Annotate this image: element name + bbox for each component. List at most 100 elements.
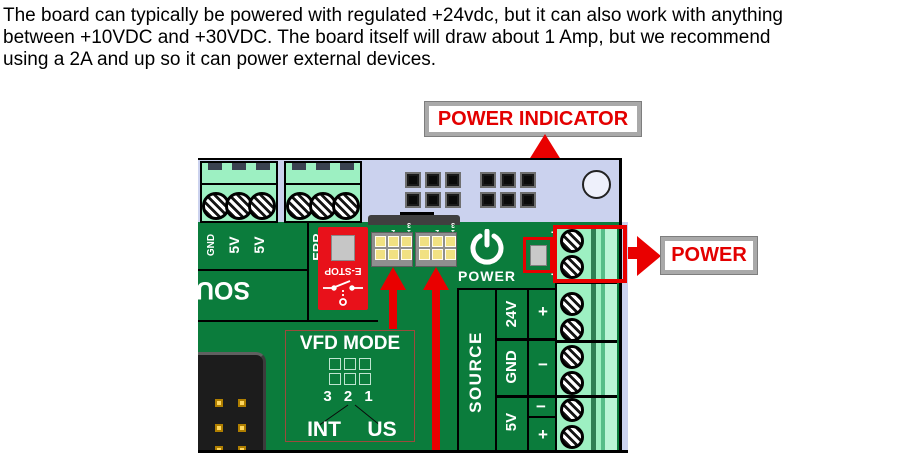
intro-paragraph: The board can typically be powered with … <box>3 5 783 71</box>
header-pin-icon <box>445 172 461 188</box>
power-callout: POWER <box>660 236 758 275</box>
terminal-block-top-left <box>200 161 278 223</box>
source-gnd-label: GND <box>502 350 520 384</box>
jumper-arrow-shaft-left <box>389 288 397 329</box>
screw-icon <box>560 292 584 316</box>
terminal-divider <box>286 183 360 185</box>
vfd-option-lines-icon <box>317 404 382 426</box>
vfd-option-us: US <box>367 418 397 441</box>
terminal-tab-icon <box>316 163 330 170</box>
vfd-pad-icon <box>359 358 371 370</box>
jumper-pin-icon <box>445 236 456 247</box>
header-pin-icon <box>480 172 496 188</box>
jumper-arrowhead-left-icon <box>380 267 406 290</box>
power-indicator-callout: POWER INDICATOR <box>424 101 642 137</box>
terminal-tab-icon <box>232 163 246 170</box>
connector-pin-icon <box>215 399 223 407</box>
jumper-arrowhead-right-icon <box>423 267 449 290</box>
vfd-jumper-footprint <box>329 358 371 385</box>
source-5v-label: 5V <box>502 412 520 432</box>
paragraph-line-1: The board can typically be powered with … <box>3 5 783 26</box>
silkscreen-line <box>527 416 555 418</box>
silkscreen-line <box>495 290 497 453</box>
jumper-pin-icon <box>432 249 443 260</box>
jumper-connector-strip <box>368 215 460 225</box>
header-pin-icon <box>520 192 536 208</box>
silkscreen-line <box>527 290 529 453</box>
jumper-pin-icon <box>419 249 430 260</box>
jumper-block-right <box>415 232 457 267</box>
screw-icon <box>248 192 276 220</box>
estop-switch-icon <box>323 280 363 306</box>
terminal-divider <box>555 340 617 343</box>
jumper-pin-icon <box>445 249 456 260</box>
pin-header-icon <box>480 172 536 208</box>
silkscreen-line <box>457 290 459 453</box>
header-pin-icon <box>500 172 516 188</box>
terminal-side-view <box>591 225 617 453</box>
sign-5v-top: − <box>536 397 546 416</box>
terminal-tab-icon <box>340 163 354 170</box>
board-right-edge <box>622 222 628 453</box>
silkscreen-line <box>457 288 555 290</box>
silkscreen-line <box>495 338 555 341</box>
jumper-arrow-shaft-right <box>432 288 440 453</box>
terminal-tab-icon <box>292 163 306 170</box>
vfd-pad-icon <box>344 373 356 385</box>
jumper-pin-numbers-left: 1 2 3 <box>386 221 411 235</box>
power-arrowhead-icon <box>637 236 661 276</box>
power-icon <box>470 229 504 265</box>
pin-label-gnd: GND <box>205 233 217 257</box>
source-24v-label: 24V <box>502 300 520 328</box>
screw-icon <box>560 398 584 422</box>
source-label: SOURCE <box>466 331 485 413</box>
mounting-hole-icon <box>582 170 611 199</box>
header-pin-icon <box>445 192 461 208</box>
vfd-pad-icon <box>344 358 356 370</box>
pin-label-5v-1: 5V <box>226 236 242 254</box>
header-pin-icon <box>480 192 496 208</box>
terminal-divider <box>555 395 617 398</box>
vfd-option-int: INT <box>307 418 341 441</box>
pin-label-5v-2: 5V <box>251 236 267 254</box>
sound-section-label: SOU <box>198 276 251 305</box>
estop-label: E-STOP <box>324 265 362 277</box>
screw-icon <box>332 192 360 220</box>
jumper-pin-icon <box>432 236 443 247</box>
terminal-tab-icon <box>208 163 222 170</box>
terminal-tab-icon <box>256 163 270 170</box>
vfd-pad-icon <box>329 373 341 385</box>
jumper-block-left <box>371 232 413 267</box>
silkscreen-line <box>198 269 307 271</box>
jumper-pin-icon <box>401 236 412 247</box>
sign-gnd: − <box>538 355 548 374</box>
jumper-pin-icon <box>375 249 386 260</box>
connector-pin-icon <box>238 446 246 453</box>
silkscreen-line <box>198 320 378 322</box>
header-pin-icon <box>500 192 516 208</box>
paragraph-line-2: between +10VDC and +30VDC. The board its… <box>3 27 771 48</box>
jumper-pin-icon <box>419 236 430 247</box>
idc-connector <box>198 352 266 453</box>
header-pin-icon <box>405 172 421 188</box>
connector-pin-icon <box>238 424 246 432</box>
power-led-icon <box>530 245 547 266</box>
silkscreen-line <box>307 222 309 322</box>
jumper-pin-icon <box>375 236 386 247</box>
sign-24v: + <box>538 302 548 321</box>
vfd-pad-icon <box>329 358 341 370</box>
terminal-block-top-left-2 <box>284 161 362 223</box>
pin-header-icon <box>405 172 461 208</box>
screw-icon <box>560 371 584 395</box>
power-terminal-highlight <box>553 225 627 283</box>
jumper-pin-numbers-right: 1 2 3 <box>430 221 455 235</box>
power-silkscreen-label: POWER <box>458 268 516 284</box>
screw-icon <box>560 229 584 253</box>
jumper-pin-icon <box>388 236 399 247</box>
screw-icon <box>560 318 584 342</box>
jumper-pin-icon <box>388 249 399 260</box>
estop-button-icon <box>331 235 355 261</box>
jumper-pin-icon <box>401 249 412 260</box>
board-top-border <box>198 158 622 160</box>
